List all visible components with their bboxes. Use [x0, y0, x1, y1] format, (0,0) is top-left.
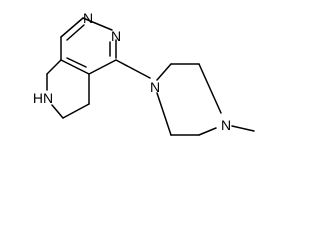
structure-canvas: N N N N HN: [33, 10, 255, 136]
bond-n1-c2: [60, 17, 84, 38]
atom-n-pyrimidine-top: N: [83, 10, 93, 26]
atom-n-piperazine-right: N: [221, 117, 231, 133]
atom-nh-tetrahydropyridine: HN: [33, 90, 53, 106]
bond-c6-c5: [62, 103, 90, 119]
bond-n7-c6: [51, 104, 64, 119]
bond-c2-n3: [82, 17, 113, 31]
atom-n-pyrimidine-right: N: [111, 28, 121, 44]
bond-c4-npip: [115, 59, 151, 79]
bond-cb-nme: [198, 63, 222, 114]
bond-nme-cc: [198, 127, 217, 136]
bond-c4-c4a: [88, 59, 117, 75]
bond-c4a-c8a: [60, 59, 90, 75]
molecule-drawing: N N N N HN: [33, 10, 255, 136]
bond-cd-npip: [156, 92, 172, 136]
bond-npip-ca: [156, 63, 172, 81]
atom-n-piperazine-left: N: [150, 79, 160, 95]
bond-c4a-c8a-inner: [66, 57, 87, 68]
bond-n1-c2-inner: [66, 24, 85, 41]
bond-nme-methyl: [231, 125, 255, 132]
bond-c8a-c8: [46, 59, 62, 75]
